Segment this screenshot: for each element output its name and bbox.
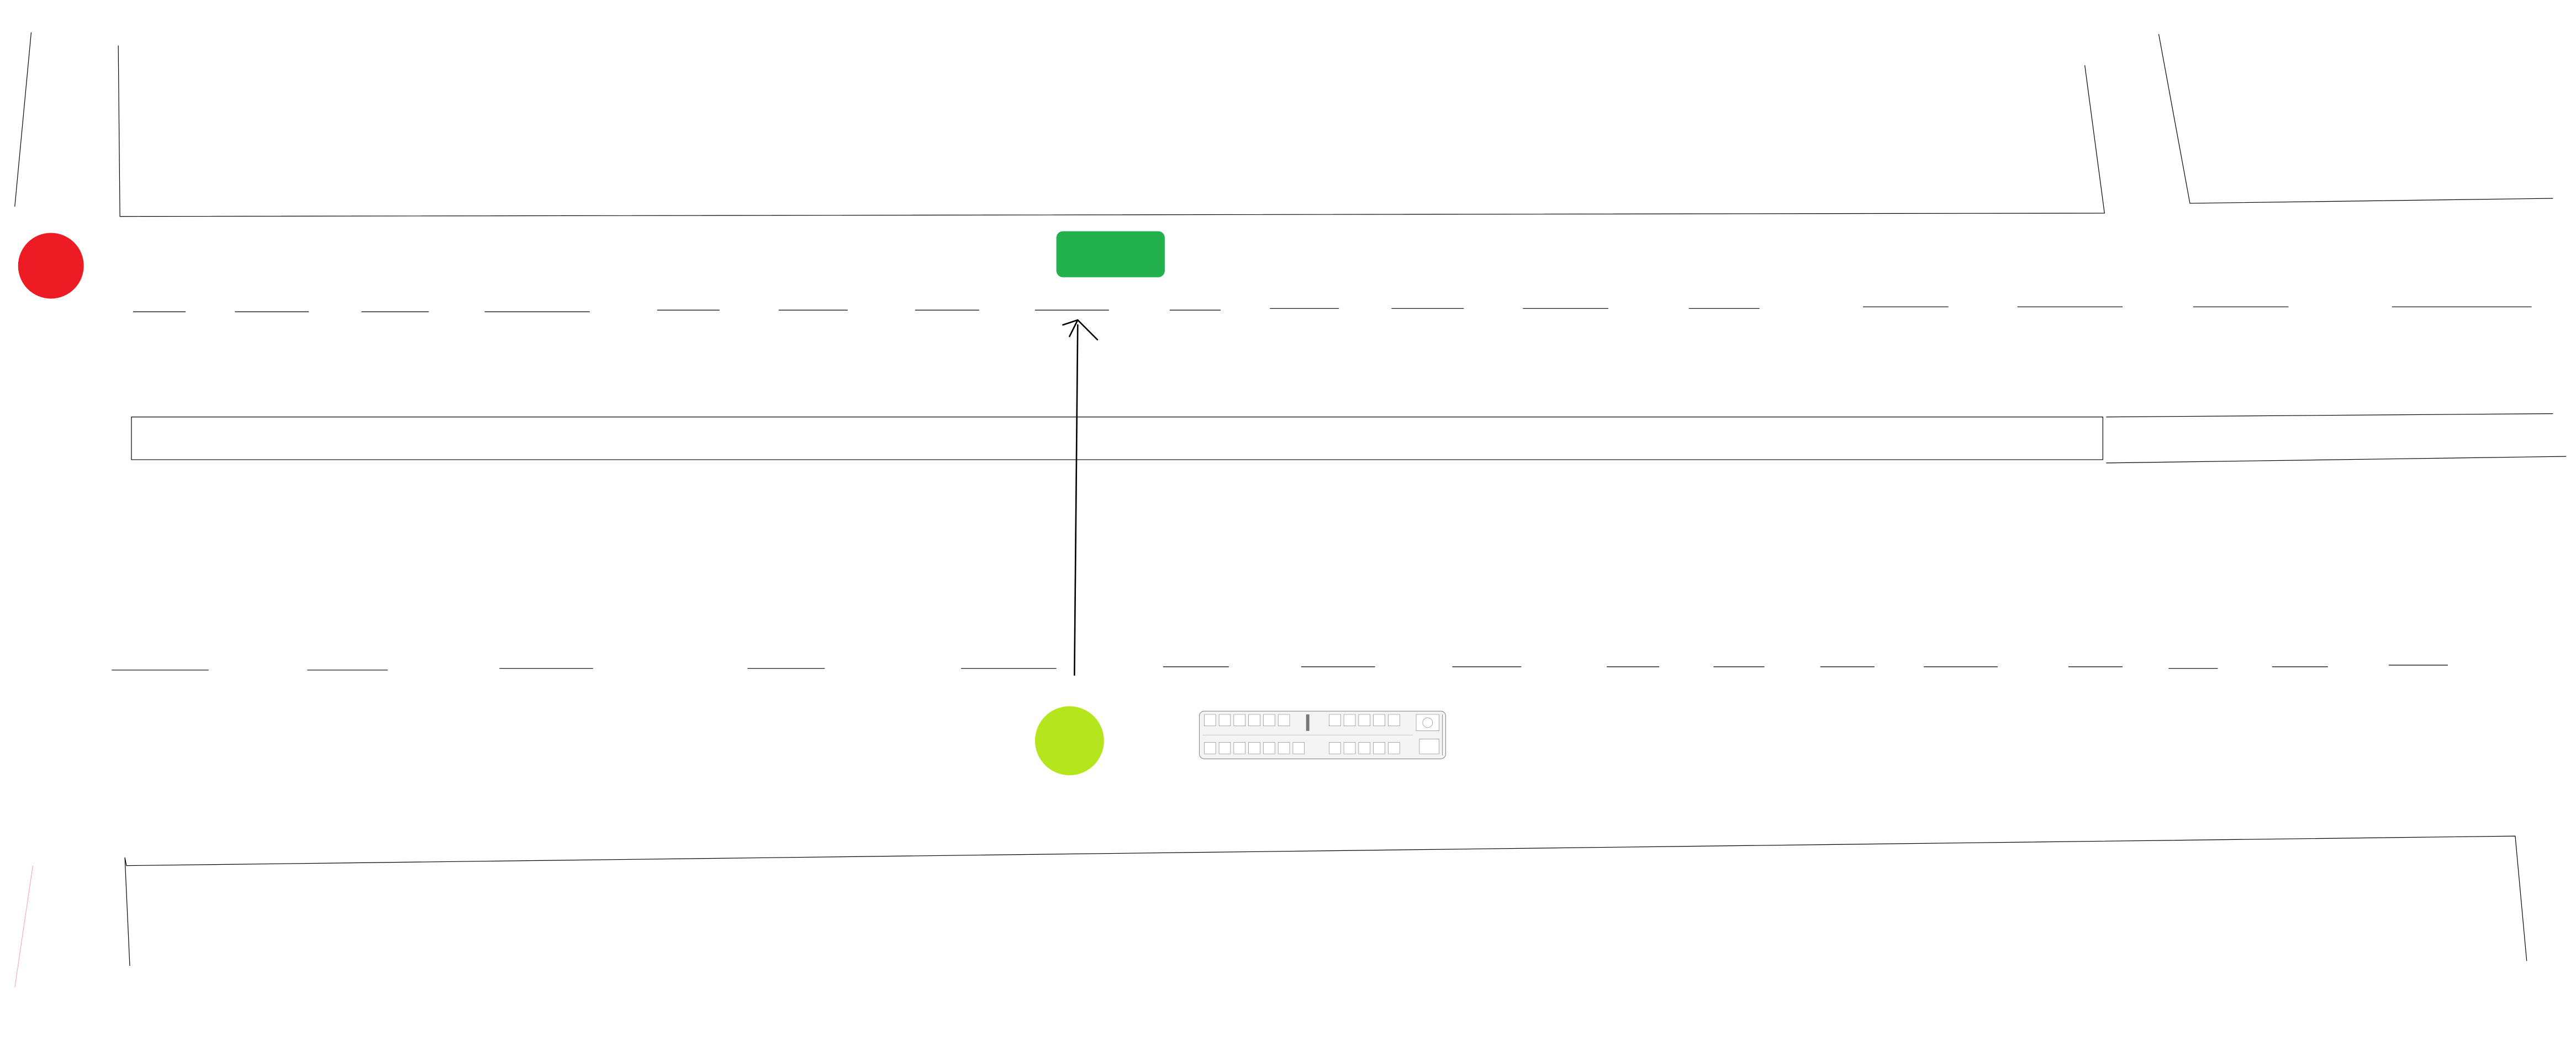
yellow-green-circle-icon xyxy=(1034,706,1104,776)
edge-line-left xyxy=(15,33,31,207)
stray-mark xyxy=(15,866,33,987)
block-top-right xyxy=(2158,34,2553,203)
arrow-up-icon xyxy=(1063,320,1097,675)
block-bottom xyxy=(125,836,2527,966)
lane-divider-lower xyxy=(112,665,2448,670)
median-strip xyxy=(131,414,2566,463)
lane-divider-upper xyxy=(133,307,2532,312)
green-car-icon xyxy=(1056,231,1165,277)
red-circle-icon xyxy=(18,233,84,299)
block-top-left xyxy=(118,45,2104,216)
bus-top-view-icon xyxy=(1199,711,1445,759)
